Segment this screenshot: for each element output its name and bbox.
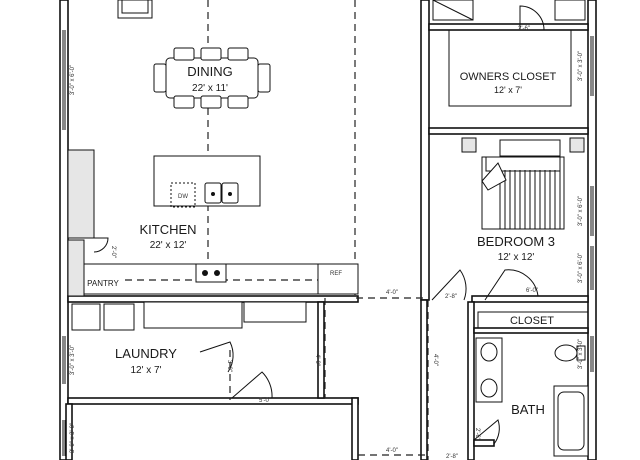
window-label-right-bed-a: 3'-0" x 6'-0"	[578, 196, 584, 226]
windows	[62, 30, 594, 456]
window-label-right-closet: 3'-0" x 3'-0"	[578, 51, 584, 81]
pantry-label: PANTRY	[87, 279, 119, 288]
kitchen-label: KITCHEN	[139, 222, 196, 237]
dining-table	[153, 47, 271, 109]
beam-lines	[207, 0, 429, 460]
bedroom3-size: 12' x 12'	[498, 252, 535, 263]
kitchen-size: 22' x 12'	[150, 240, 187, 251]
door-label-bath-bottom: 2'-8"	[446, 454, 458, 460]
door-label-hall-bottom: 4'-0"	[386, 448, 398, 454]
owners-closet-size: 12' x 7'	[494, 85, 522, 95]
window-label-left-top: 3'-0" x 6'-0"	[70, 65, 76, 95]
door-label-laundry-right: 4'-0"	[314, 354, 320, 366]
bedroom3-label: BEDROOM 3	[477, 234, 555, 249]
bath-label: BATH	[511, 402, 545, 417]
door-label-hall-top: 4'-0"	[386, 290, 398, 296]
washer-dryer	[71, 303, 135, 331]
bath-fixtures	[475, 337, 589, 457]
window-label-right-bath: 3'-0" x 3'-0"	[578, 339, 584, 369]
door-label-pantry-door: 2'-0"	[110, 246, 116, 258]
dishwasher-label: DW	[178, 194, 188, 200]
refrigerator-label: REF	[330, 271, 342, 277]
door-label-laundry-door: 3'-0"	[226, 360, 232, 372]
laundry-size: 12' x 7'	[130, 365, 161, 376]
window-label-left-bottom: 3'-0" x 3'-0"	[70, 423, 76, 453]
laundry-label: LAUNDRY	[115, 346, 177, 361]
closet-label: CLOSET	[510, 315, 554, 327]
door-label-hall-mid: 4'-0"	[432, 354, 438, 366]
dining-size: 22' x 11'	[192, 83, 228, 94]
door-label-bed-left: 2'-8"	[445, 294, 457, 300]
owners-closet-label: OWNERS CLOSET	[460, 71, 557, 83]
door-swings	[93, 5, 545, 445]
bed	[461, 137, 585, 230]
dining-label: DINING	[187, 64, 233, 79]
appliances	[195, 263, 359, 295]
door-label-top-closet: 2'-6"	[518, 26, 530, 32]
window-label-right-bed-b: 3'-0" x 6'-0"	[578, 253, 584, 283]
door-label-bed-closet: 6'-0"	[526, 288, 538, 294]
window-label-left-laundry: 3'-0" x 3'-0"	[70, 345, 76, 375]
door-label-bath-door: 2'-6"	[474, 428, 480, 440]
door-label-laundry-bottom: 5'-0"	[259, 398, 271, 404]
kitchen-island	[153, 155, 261, 208]
